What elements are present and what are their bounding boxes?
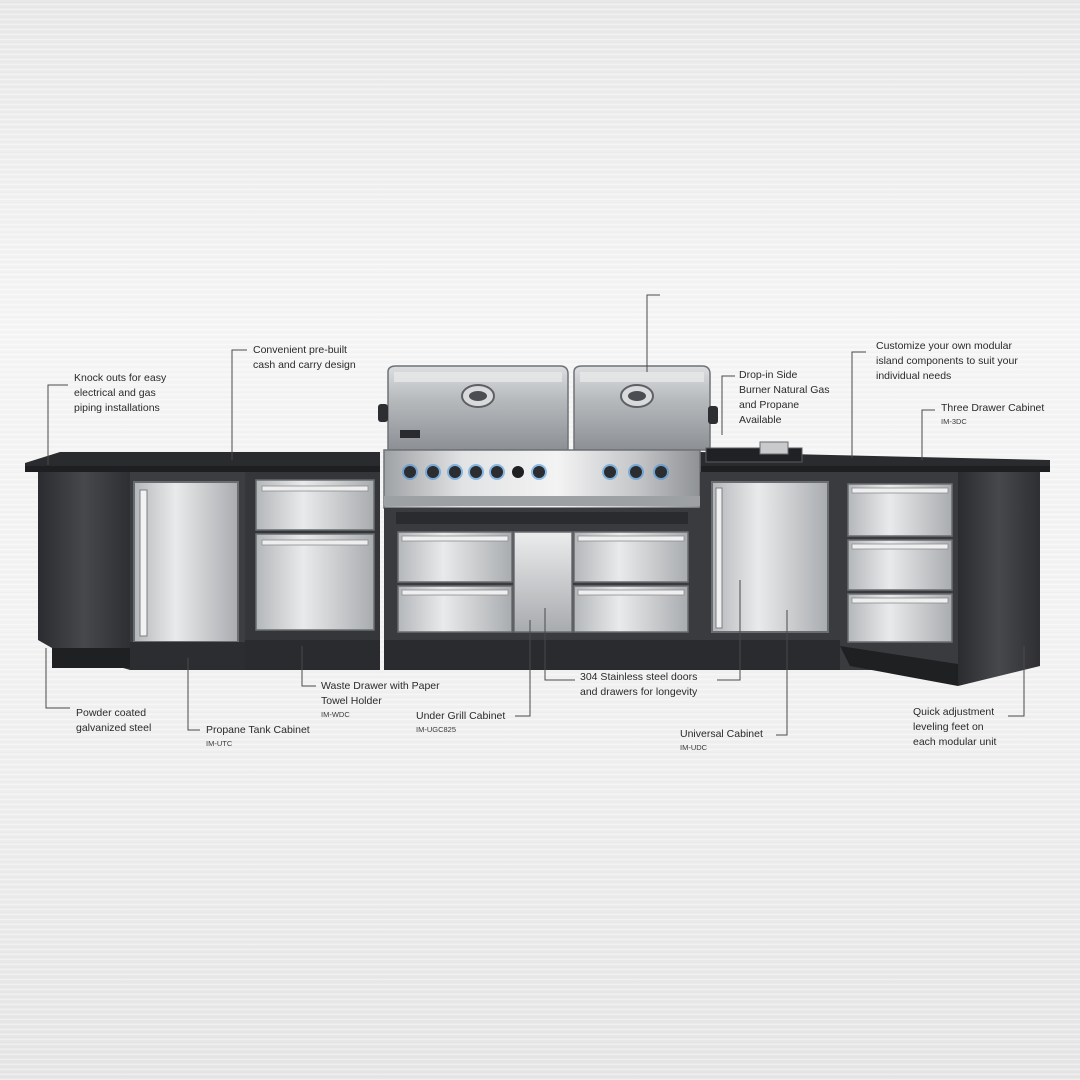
under-grill-title: Under Grill Cabinet [416,710,506,722]
side-burner [705,441,803,463]
under-grill-cabinet [384,508,700,670]
waste-drawer-code: IM-WDC [321,710,350,719]
grill [378,365,718,509]
waste-drawer-title: Waste Drawer with Paper Towel Holder [321,680,440,707]
callout-stainless: 304 Stainless steel doors and drawers fo… [580,671,698,698]
under-grill-code: IM-UGC825 [416,725,457,734]
control-knobs [402,464,669,480]
callout-propane-tank: Propane Tank Cabinet IM-UTC [206,723,310,749]
three-drawer-title: Three Drawer Cabinet [941,402,1045,414]
callout-waste-drawer: Waste Drawer with Paper Towel Holder IM-… [321,679,456,720]
propane-tank-code: IM-UTC [206,739,233,748]
callout-knock-outs: Knock outs for easy electrical and gas p… [74,372,167,414]
universal-code: IM-UDC [680,743,708,752]
leader-lines [45,294,1025,736]
universal-title: Universal Cabinet [680,728,763,740]
three-drawer-code: IM-3DC [941,417,967,426]
propane-tank-title: Propane Tank Cabinet [206,724,310,736]
universal-cabinet [700,472,840,670]
callout-three-drawer: Three Drawer Cabinet IM-3DC [941,401,1044,427]
propane-tank-cabinet [130,481,245,670]
waste-drawer-cabinet [245,472,380,670]
three-drawer-cabinet [840,472,1040,686]
callout-universal: Universal Cabinet IM-UDC [680,727,763,753]
callout-powder-coated: Powder coated galvanized steel [76,707,152,734]
callout-cash-carry: Convenient pre-built cash and carry desi… [253,344,356,371]
callout-side-burner: Drop-in Side Burner Natural Gas and Prop… [739,369,830,426]
callout-under-grill: Under Grill Cabinet IM-UGC825 [416,709,505,735]
callout-customize: Customize your own modular island compon… [876,340,1018,382]
callout-leveling: Quick adjustment leveling feet on each m… [913,706,997,748]
